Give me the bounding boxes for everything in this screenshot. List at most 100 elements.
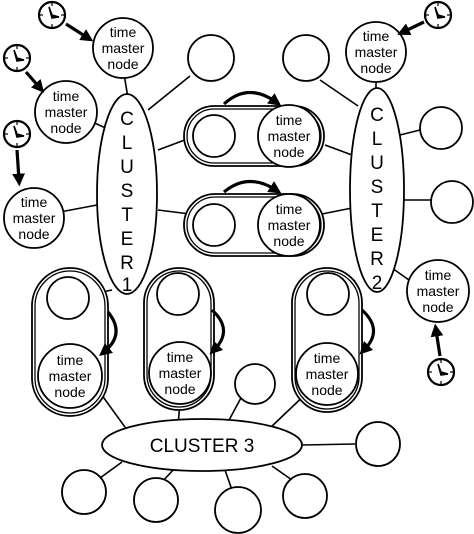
cluster-3 [101,418,303,472]
node-c3-bottom-1 [61,469,107,515]
clock-arrows [12,20,444,357]
time-master-nodes [3,17,470,323]
arrow-icon [397,20,425,36]
link-c1-pair2 [157,209,191,215]
cluster2-letter: R [370,249,384,270]
link-c1-node-top [147,75,191,111]
curved-arrow-icon [99,310,118,357]
arrow-icon [12,149,25,187]
standalone-nodes [61,34,474,534]
label-line2: master [268,128,311,144]
node-pair-2 [183,193,325,257]
cluster1-letter: L [122,133,133,154]
label-line1: time [314,350,341,366]
arrow-icon [65,22,94,42]
link-c2-node-right1 [399,129,421,136]
label-line3: node [18,226,49,242]
cluster2-letter: U [370,153,384,174]
node-top-right [282,34,330,82]
link-c1-tm-bottom [59,204,98,213]
label-line1: time [57,352,84,368]
link-c3-node-top [227,395,243,423]
cluster1-letter: E [121,229,134,250]
node-pair4-member [156,272,200,316]
label-line1: time [167,349,194,365]
cluster2-letter: E [371,225,384,246]
link-c2-pair1 [324,144,353,156]
cluster1-letter: C [120,109,134,130]
node-top-center [187,34,235,82]
cluster2-letter: C [370,105,384,126]
cluster2-letter: L [372,129,383,150]
label-line3: node [360,60,391,76]
node-pair1-member [192,114,236,158]
node-c3-bottom-2 [133,477,179,523]
time-master-node-c2-bottom [406,259,470,323]
node-right-2 [430,180,474,224]
link-c2-node-top [319,79,359,107]
label-line2: master [159,365,202,381]
arrow-icon [24,70,45,93]
time-master-node-pair5 [295,342,359,406]
time-master-node-c1-bottom [3,187,65,249]
node-pair-1 [183,104,325,168]
label-line2: master [417,283,460,299]
label-tm-c2-top: time master node [355,28,398,76]
label-tm-c1-mid: time master node [45,88,88,136]
node-pair-5 [291,267,363,413]
cluster1-letter: 1 [122,275,133,296]
node-pair5-member [306,272,350,316]
cluster1-letter: U [120,157,134,178]
label-line2: master [268,217,311,233]
time-master-node-pair4 [148,341,212,405]
label-tm-c2-bottom: time master node [417,267,460,315]
cluster-3-label: CLUSTER 3 [150,436,255,457]
cluster2-letter: 2 [372,273,383,294]
label-tm-pair4: time master node [159,349,202,397]
node-c3-top [234,363,276,405]
label-tm-pair3: time master node [49,352,92,400]
label-line2: master [45,104,88,120]
curved-arrow-icon [359,308,376,355]
label-line1: time [21,194,48,210]
label-line3: node [311,382,342,398]
label-line2: master [13,210,56,226]
node-pair3-member [46,276,90,320]
cluster-1 [96,93,158,295]
link-c3-node-right [301,443,356,446]
clusters [96,87,405,472]
label-line3: node [164,381,195,397]
time-master-node-c1-top [92,17,154,79]
label-tm-pair5: time master node [306,350,349,398]
cluster1-letter: S [121,181,134,202]
clock-icon [37,0,67,30]
link-c2-pair2 [321,207,353,215]
label-line3: node [50,120,81,136]
cluster2-letter: T [371,201,383,222]
curved-arrow-icon [209,308,226,355]
label-line3: node [273,233,304,249]
arrow-icon [430,323,444,357]
label-line1: time [425,267,452,283]
clock-icon [2,119,32,149]
label-tm-pair1: time master node [268,112,311,160]
clock-icon [2,43,32,73]
label-line3: node [273,144,304,160]
cluster-2-label: C L U S T E R 2 [370,105,384,294]
cluster1-letter: T [121,205,133,226]
node-pair-3 [31,267,109,417]
time-master-node-pair2 [257,193,321,257]
clock-icon [426,357,456,387]
time-master-node-pair3 [37,343,103,409]
link-c3-node-b4 [271,465,293,481]
label-line1: time [276,201,303,217]
label-line1: time [53,88,80,104]
label-line3: node [422,299,453,315]
label-tm-pair2: time master node [268,201,311,249]
cluster1-letter: R [120,253,134,274]
cluster-1-label: C L U S T E R 1 [120,109,134,296]
node-c3-bottom-3 [214,486,262,534]
node-pair2-member [192,203,236,247]
label-line2: master [49,368,92,384]
